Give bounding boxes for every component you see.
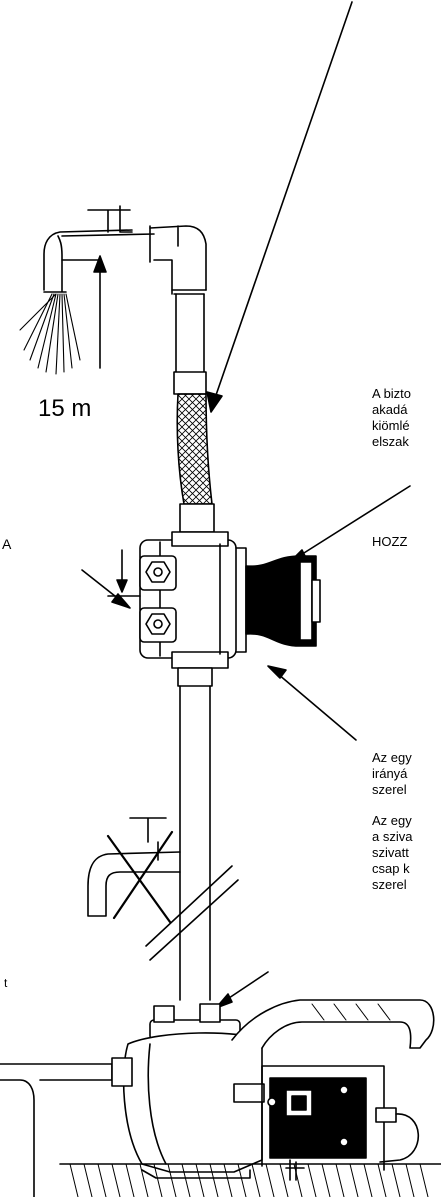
upper-pipe bbox=[175, 293, 205, 373]
note4-line: szerel bbox=[372, 877, 407, 892]
height-arrowhead bbox=[93, 255, 107, 273]
pump-switch bbox=[285, 1089, 313, 1117]
pointer-line-flow bbox=[277, 673, 357, 741]
elbow-pipe bbox=[149, 225, 207, 295]
note3-line: Az egy bbox=[372, 750, 412, 765]
pointer-arrowhead-flow bbox=[267, 665, 287, 679]
crossed-out-faucet bbox=[87, 817, 239, 961]
braided-hose bbox=[176, 393, 213, 505]
pointer-line-hose bbox=[214, 1, 353, 399]
pump-body bbox=[122, 999, 435, 1181]
note-block-4: Az egy a sziva szivatt csap k szerel bbox=[372, 813, 412, 893]
note4-line: csap k bbox=[372, 861, 410, 876]
pointer-line-pump bbox=[225, 971, 269, 1001]
water-spray bbox=[19, 293, 81, 375]
lower-pipe bbox=[179, 685, 211, 1001]
dim-arrowhead bbox=[116, 579, 128, 593]
height-label: 15 m bbox=[38, 395, 92, 422]
pump-switch-panel bbox=[269, 1077, 367, 1159]
note1-line: A bizto bbox=[372, 386, 412, 401]
pointer-arrowhead-left bbox=[111, 593, 131, 609]
pressure-control-unit bbox=[139, 531, 321, 669]
note4-line: Az egy bbox=[372, 813, 412, 828]
hose-clamp-top bbox=[173, 371, 207, 395]
note-block-1: A bizto akadá kiömlé elszak bbox=[372, 386, 411, 450]
lower-pipe-collar bbox=[177, 667, 213, 687]
pointer-arrowhead-hose bbox=[206, 391, 223, 413]
note4-line: szivatt bbox=[372, 845, 409, 860]
ground-hatching bbox=[69, 1163, 429, 1197]
suction-pipe bbox=[0, 1063, 113, 1197]
suction-pipe-fitting bbox=[111, 1057, 133, 1087]
note4-line: a sziva bbox=[372, 829, 413, 844]
note3-line: irányá bbox=[372, 766, 408, 781]
pointer-arrowhead-cable bbox=[289, 549, 307, 563]
note2-label: HOZZ bbox=[372, 534, 408, 549]
left-fragment-t: t bbox=[4, 976, 8, 990]
note3-line: szerel bbox=[372, 782, 407, 797]
note1-line: akadá bbox=[372, 402, 408, 417]
note1-line: elszak bbox=[372, 434, 409, 449]
note-block-3: Az egy irányá szerel bbox=[372, 750, 412, 798]
left-fragment-a: A bbox=[2, 536, 12, 552]
hose-clamp-bottom bbox=[179, 503, 215, 533]
pointer-line-cable bbox=[295, 485, 411, 559]
faucet-outlet bbox=[43, 205, 155, 293]
note1-line: kiömlé bbox=[372, 418, 410, 433]
pointer-line-left bbox=[81, 569, 121, 601]
